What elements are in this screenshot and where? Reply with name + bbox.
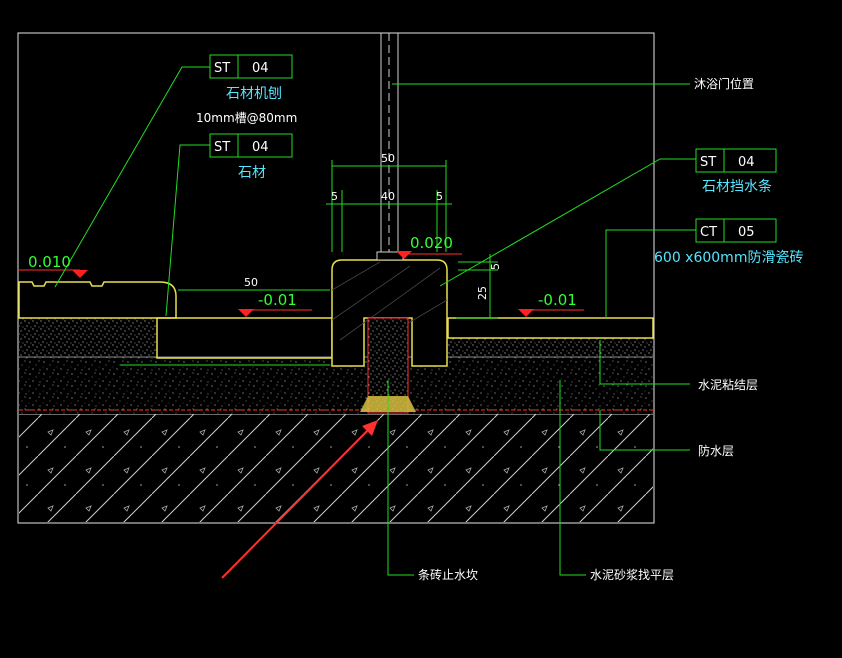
highlight-arrow [221, 420, 378, 579]
label-mortar-level: 水泥砂浆找平层 [590, 567, 674, 582]
dim-40: 40 [381, 190, 395, 203]
dim-50-top: 50 [381, 152, 395, 165]
label-shower-door: 沐浴门位置 [694, 76, 754, 91]
label-stone: 石材 [238, 165, 266, 181]
left-stone-slab [18, 281, 177, 319]
dimensions [178, 160, 498, 319]
mortar-leveling-layer [19, 358, 653, 414]
tag-st1-num: 04 [252, 61, 269, 76]
label-stone-planed: 石材机刨 [226, 86, 282, 102]
tag-st3 [695, 148, 777, 173]
stone-water-bar [331, 259, 448, 367]
tag-st3-code: ST [700, 155, 716, 170]
tag-ct-num: 05 [738, 225, 755, 240]
dim-25: 25 [476, 286, 489, 300]
dim-5-left: 5 [331, 190, 338, 203]
level-mid-left: -0.01 [258, 291, 297, 309]
level-top: 0.020 [410, 234, 453, 252]
label-tile-spec: 600 x600mm防滑瓷砖 [654, 249, 803, 266]
drawing-frame [17, 32, 655, 524]
anti-slip-tile [447, 317, 654, 339]
leader-lines [54, 66, 696, 576]
right-bond-layer [448, 338, 653, 358]
dim-50-bottom: 50 [244, 276, 258, 289]
level-left: 0.010 [28, 253, 71, 271]
structural-slab [19, 414, 653, 522]
dim-5-right: 5 [436, 190, 443, 203]
label-cement-bond: 水泥粘结层 [698, 377, 758, 392]
label-brick-stop: 条砖止水坎 [418, 567, 478, 582]
label-groove-spec: 10mm槽@80mm [196, 111, 297, 125]
label-waterproof: 防水层 [698, 443, 734, 458]
level-markers [18, 251, 584, 317]
tag-st1-code: ST [214, 61, 230, 76]
middle-stone-slab [156, 317, 333, 359]
tag-ct-code: CT [700, 225, 717, 240]
level-mid-right: -0.01 [538, 291, 577, 309]
tag-st3-num: 04 [738, 155, 755, 170]
label-stone-water-bar: 石材挡水条 [702, 178, 772, 195]
tag-st2-num: 04 [252, 140, 269, 155]
tag-st2-code: ST [214, 140, 230, 155]
left-bond-layer [19, 318, 157, 358]
dim-5-side: 5 [489, 263, 502, 270]
